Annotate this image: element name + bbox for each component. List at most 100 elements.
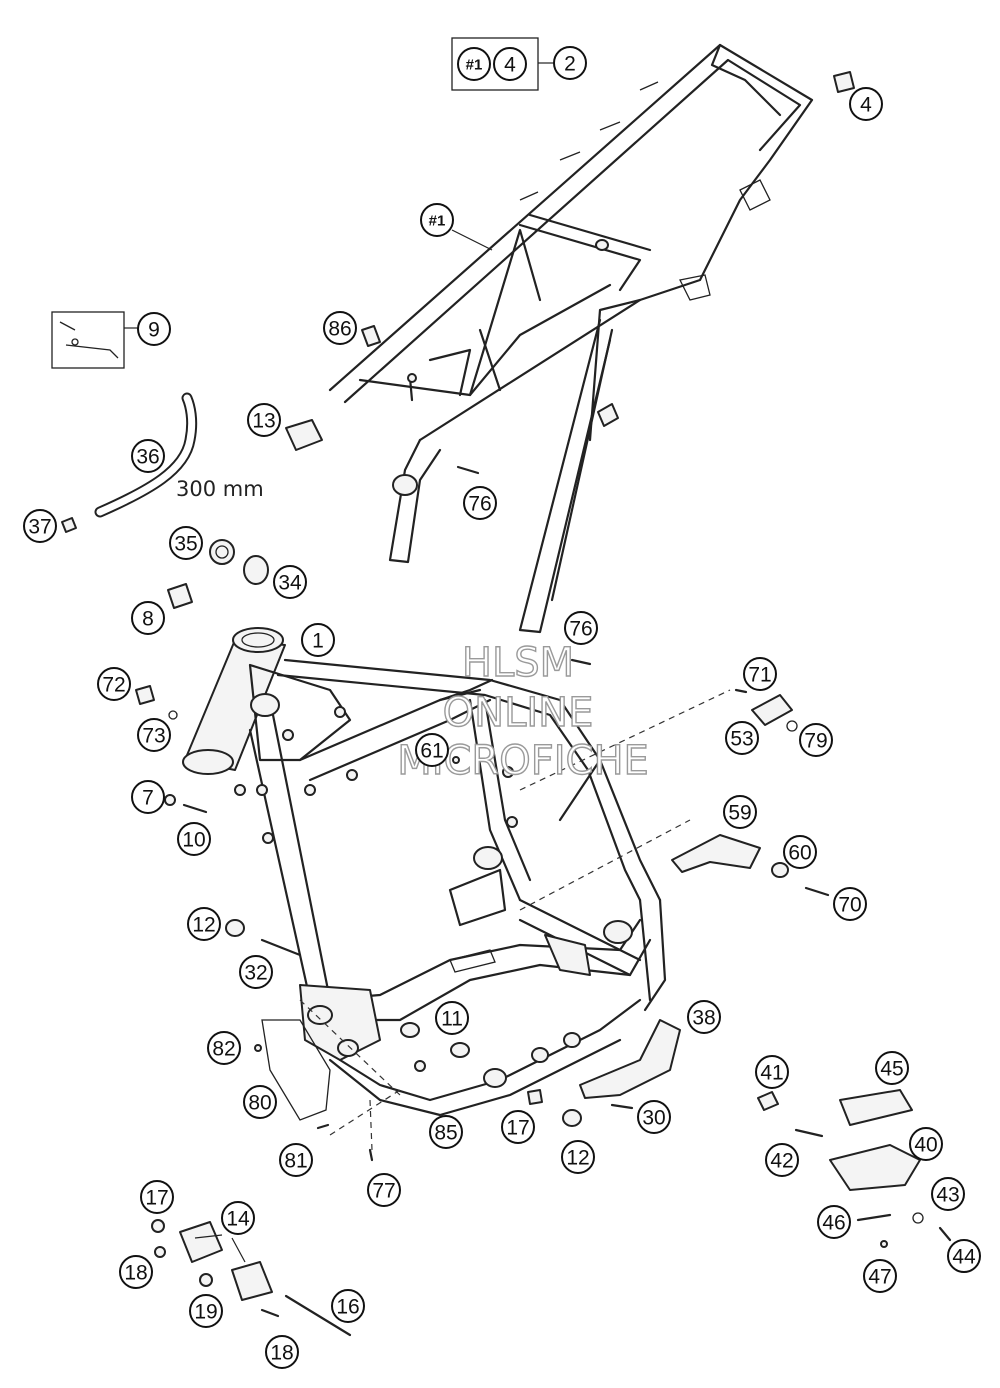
- svg-text:1: 1: [312, 630, 324, 653]
- svg-text:19: 19: [194, 1301, 217, 1324]
- callout-86: 86: [323, 311, 357, 345]
- callout-17-mount: 17: [140, 1180, 174, 1214]
- svg-text:76: 76: [569, 618, 592, 641]
- svg-text:12: 12: [566, 1147, 589, 1170]
- callout-30: 30: [637, 1100, 671, 1134]
- callout-17-frame: 17: [501, 1110, 535, 1144]
- callout-77: 77: [367, 1173, 401, 1207]
- callout-34: 34: [273, 565, 307, 599]
- callout-36: 36: [131, 439, 165, 473]
- callout-1: 1: [301, 623, 335, 657]
- callout-73: 73: [137, 718, 171, 752]
- callout-assembly-subframe: #1: [457, 47, 491, 81]
- watermark-line-1: HLSM: [462, 640, 574, 686]
- small-parts-drawing: [51, 71, 952, 1337]
- svg-text:80: 80: [248, 1092, 271, 1115]
- callout-11: 11: [435, 1001, 469, 1035]
- callout-16: 16: [331, 1289, 365, 1323]
- svg-text:18: 18: [124, 1262, 147, 1285]
- callout-12-lower: 12: [561, 1140, 595, 1174]
- assembly-box: [451, 37, 539, 91]
- callout-82: 82: [207, 1031, 241, 1065]
- callout-81: 81: [279, 1143, 313, 1177]
- svg-text:81: 81: [284, 1150, 307, 1173]
- svg-text:30: 30: [642, 1107, 665, 1130]
- callout-7: 7: [131, 780, 165, 814]
- svg-text:36: 36: [136, 446, 159, 469]
- callout-70: 70: [833, 887, 867, 921]
- svg-text:60: 60: [788, 842, 811, 865]
- callout-43: 43: [931, 1177, 965, 1211]
- callout-18-left: 18: [119, 1255, 153, 1289]
- svg-text:40: 40: [914, 1134, 937, 1157]
- watermark-line-2: ONLINE: [443, 690, 594, 736]
- callout-14: 14: [221, 1201, 255, 1235]
- callout-35: 35: [169, 526, 203, 560]
- callout-2: 2: [553, 46, 587, 80]
- callout-46: 46: [817, 1205, 851, 1239]
- callout-80: 80: [243, 1085, 277, 1119]
- callout-10: 10: [177, 822, 211, 856]
- svg-text:9: 9: [148, 319, 160, 342]
- svg-text:16: 16: [336, 1296, 359, 1319]
- leader-lines: [124, 62, 731, 1263]
- callout-38: 38: [687, 1000, 721, 1034]
- svg-text:70: 70: [838, 894, 861, 917]
- callout-12-upper: 12: [187, 907, 221, 941]
- main-frame-drawing: [182, 627, 667, 1117]
- callout-8: 8: [131, 601, 165, 635]
- callout-18-bottom: 18: [265, 1335, 299, 1369]
- callout-71: 71: [743, 657, 777, 691]
- callout-61: 61: [415, 733, 449, 767]
- svg-text:11: 11: [441, 1008, 463, 1031]
- svg-text:10: 10: [182, 829, 205, 852]
- svg-text:47: 47: [868, 1266, 891, 1289]
- svg-text:17: 17: [506, 1117, 529, 1140]
- callout-subframe: #1: [420, 203, 454, 237]
- callout-45: 45: [875, 1051, 909, 1085]
- svg-text:85: 85: [434, 1122, 457, 1145]
- svg-text:42: 42: [770, 1150, 793, 1173]
- callout-53: 53: [725, 721, 759, 755]
- svg-text:44: 44: [952, 1246, 976, 1269]
- svg-text:41: 41: [760, 1062, 783, 1085]
- callout-42: 42: [765, 1143, 799, 1177]
- callout-85: 85: [429, 1115, 463, 1149]
- svg-text:4: 4: [860, 94, 872, 117]
- svg-text:71: 71: [748, 664, 771, 687]
- svg-text:76: 76: [468, 493, 491, 516]
- callout-76-top: 76: [463, 486, 497, 520]
- callout-47: 47: [863, 1259, 897, 1293]
- callout-76-frame: 76: [564, 611, 598, 645]
- callout-4: 4: [849, 87, 883, 121]
- svg-text:53: 53: [730, 728, 753, 751]
- callout-40: 40: [909, 1127, 943, 1161]
- svg-text:61: 61: [420, 740, 443, 763]
- callout-9: 9: [137, 312, 171, 346]
- svg-text:72: 72: [102, 674, 125, 697]
- callout-60: 60: [783, 835, 817, 869]
- callout-37: 37: [23, 509, 57, 543]
- svg-text:43: 43: [936, 1184, 959, 1207]
- svg-text:34: 34: [278, 572, 302, 595]
- svg-text:8: 8: [142, 608, 154, 631]
- svg-text:46: 46: [822, 1212, 845, 1235]
- callout-44: 44: [947, 1239, 981, 1273]
- callout-19: 19: [189, 1294, 223, 1328]
- svg-text:59: 59: [728, 802, 751, 825]
- svg-text:#1: #1: [466, 57, 483, 74]
- svg-text:14: 14: [226, 1208, 250, 1231]
- svg-text:77: 77: [372, 1180, 395, 1203]
- callout-79: 79: [799, 723, 833, 757]
- callout-72: 72: [97, 667, 131, 701]
- hose-length-label: 300 mm: [176, 477, 264, 501]
- callout-13: 13: [247, 403, 281, 437]
- svg-text:38: 38: [692, 1007, 715, 1030]
- svg-text:2: 2: [564, 53, 576, 76]
- svg-text:32: 32: [244, 962, 267, 985]
- svg-text:79: 79: [804, 730, 827, 753]
- svg-text:82: 82: [212, 1038, 235, 1061]
- callout-41: 41: [755, 1055, 789, 1089]
- svg-text:86: 86: [328, 318, 351, 341]
